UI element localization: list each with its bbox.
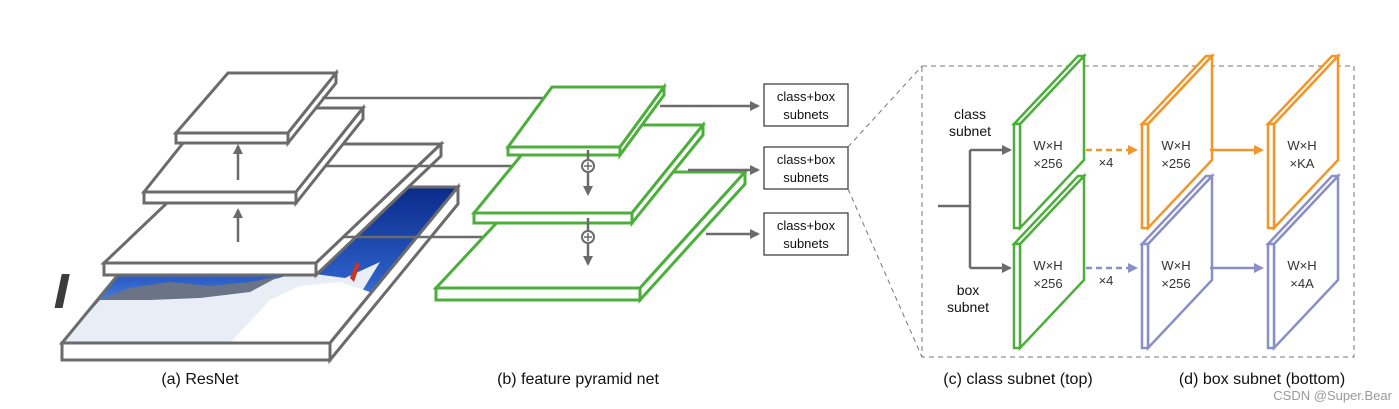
- box-slab2-wh: W×H: [1161, 258, 1190, 273]
- box-subnet-label-1: box: [957, 282, 980, 298]
- box-subnet-label-2: subnet: [947, 299, 989, 315]
- zoom-lines: [847, 65, 923, 358]
- class-slab-3: [1265, 52, 1341, 232]
- box-slab2-ch: ×256: [1161, 276, 1190, 291]
- class-subnet-label-1: class: [954, 106, 986, 122]
- class-slab2-ch: ×256: [1161, 156, 1190, 171]
- fpn-layer-top: [505, 82, 667, 160]
- fpn-group: [432, 82, 749, 304]
- subnet-box-1-line1: class+box: [777, 89, 836, 104]
- box-slab-1: [1011, 172, 1087, 352]
- class-slab-2: [1139, 52, 1215, 232]
- merge-node-1: [581, 159, 595, 173]
- merge-node-2: [581, 230, 595, 244]
- class-slab1-wh: W×H: [1033, 138, 1062, 153]
- resnet-group: [54, 68, 462, 365]
- subnet-feature-slabs: [1011, 52, 1341, 352]
- caption-resnet: (a) ResNet: [161, 371, 239, 388]
- subnet-box-3-line1: class+box: [777, 218, 836, 233]
- class-slab2-wh: W×H: [1161, 138, 1190, 153]
- class-times4-label: ×4: [1099, 155, 1114, 170]
- caption-box-subnet: (d) box subnet (bottom): [1179, 371, 1345, 388]
- fpn-output-arrows: [660, 101, 760, 239]
- caption-fpn: (b) feature pyramid net: [497, 371, 659, 388]
- box-slab-2: [1139, 172, 1215, 352]
- class-slab1-ch: ×256: [1033, 156, 1062, 171]
- subnet-box-2: class+box subnets: [763, 146, 849, 190]
- subnet-box-2-line1: class+box: [777, 152, 836, 167]
- subnet-box-1-line2: subnets: [783, 107, 829, 122]
- subnet-box-1: class+box subnets: [763, 83, 849, 127]
- resnet-layer-top: [172, 68, 340, 148]
- box-slab1-wh: W×H: [1033, 258, 1062, 273]
- class-slab-1: [1011, 52, 1087, 232]
- branch-connector: [938, 145, 1012, 273]
- caption-class-subnet: (c) class subnet (top): [943, 371, 1092, 388]
- box-slab1-ch: ×256: [1033, 276, 1062, 291]
- box-slab-3: [1265, 172, 1341, 352]
- class-subnet-label-2: subnet: [949, 123, 991, 139]
- subnet-box-2-line2: subnets: [783, 170, 829, 185]
- box-slab3-ch: ×4A: [1290, 276, 1314, 291]
- watermark: CSDN @Super.Bear: [1273, 388, 1392, 403]
- subnet-box-3-line2: subnets: [783, 236, 829, 251]
- box-times4-label: ×4: [1099, 273, 1114, 288]
- class-slab3-wh: W×H: [1287, 138, 1316, 153]
- class-slab3-ch: ×KA: [1290, 156, 1315, 171]
- detail-panel: [921, 65, 1355, 358]
- box-slab3-wh: W×H: [1287, 258, 1316, 273]
- subnet-box-3: class+box subnets: [763, 212, 849, 256]
